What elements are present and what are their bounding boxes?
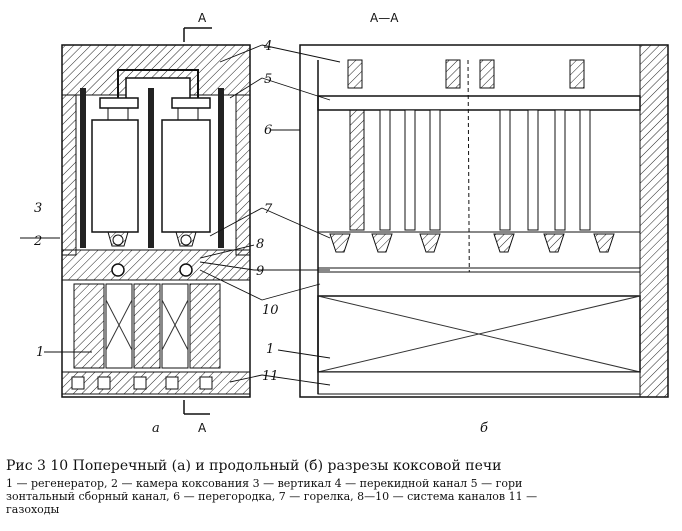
- caption-legend: 1 — регенератор, 2 — камера коксования 3…: [6, 477, 678, 516]
- callout-6: 6: [264, 123, 272, 138]
- callout-8: 8: [256, 237, 264, 252]
- legend-line: газоходы: [6, 503, 60, 516]
- crossover-channel: [117, 69, 199, 98]
- callout-9: 9: [256, 264, 264, 279]
- legend-line: зонтальный сборный канал, 6 — перегородк…: [6, 490, 538, 503]
- callout-2: 2: [33, 234, 42, 249]
- view-label-a: а: [152, 421, 160, 436]
- burner-row: [317, 231, 641, 269]
- coke-oven-cross-section-diagram: А А—А А а б 4 5 6 7 8 9 10 1 11 3 2 1: [20, 11, 669, 436]
- callout-1-right: 1: [266, 342, 274, 357]
- section-mark-aa: А—А: [370, 11, 399, 25]
- callout-4: 4: [263, 39, 272, 54]
- gas-flue-row: [61, 371, 251, 395]
- view-a-cross-section: [61, 27, 251, 415]
- callout-7: 7: [264, 202, 273, 217]
- callout-5: 5: [264, 72, 272, 87]
- burner: [107, 231, 129, 247]
- section-mark-bottom-a: А: [198, 421, 207, 435]
- view-label-b: б: [480, 421, 488, 436]
- view-b-longitudinal-section: [299, 44, 669, 398]
- legend-line: 1 — регенератор, 2 — камера коксования 3…: [6, 477, 523, 490]
- caption-title: Рис 3 10 Поперечный (а) и продольный (б)…: [6, 458, 502, 474]
- callout-3: 3: [34, 201, 42, 216]
- callout-leaders: [20, 44, 341, 386]
- figure-caption: Рис 3 10 Поперечный (а) и продольный (б)…: [6, 457, 678, 516]
- regenerator-row: [73, 283, 221, 369]
- burner: [175, 231, 197, 247]
- callout-1-left: 1: [36, 345, 44, 360]
- callout-11: 11: [262, 369, 279, 384]
- callout-10: 10: [262, 303, 279, 318]
- section-mark-top-a: А: [198, 11, 207, 25]
